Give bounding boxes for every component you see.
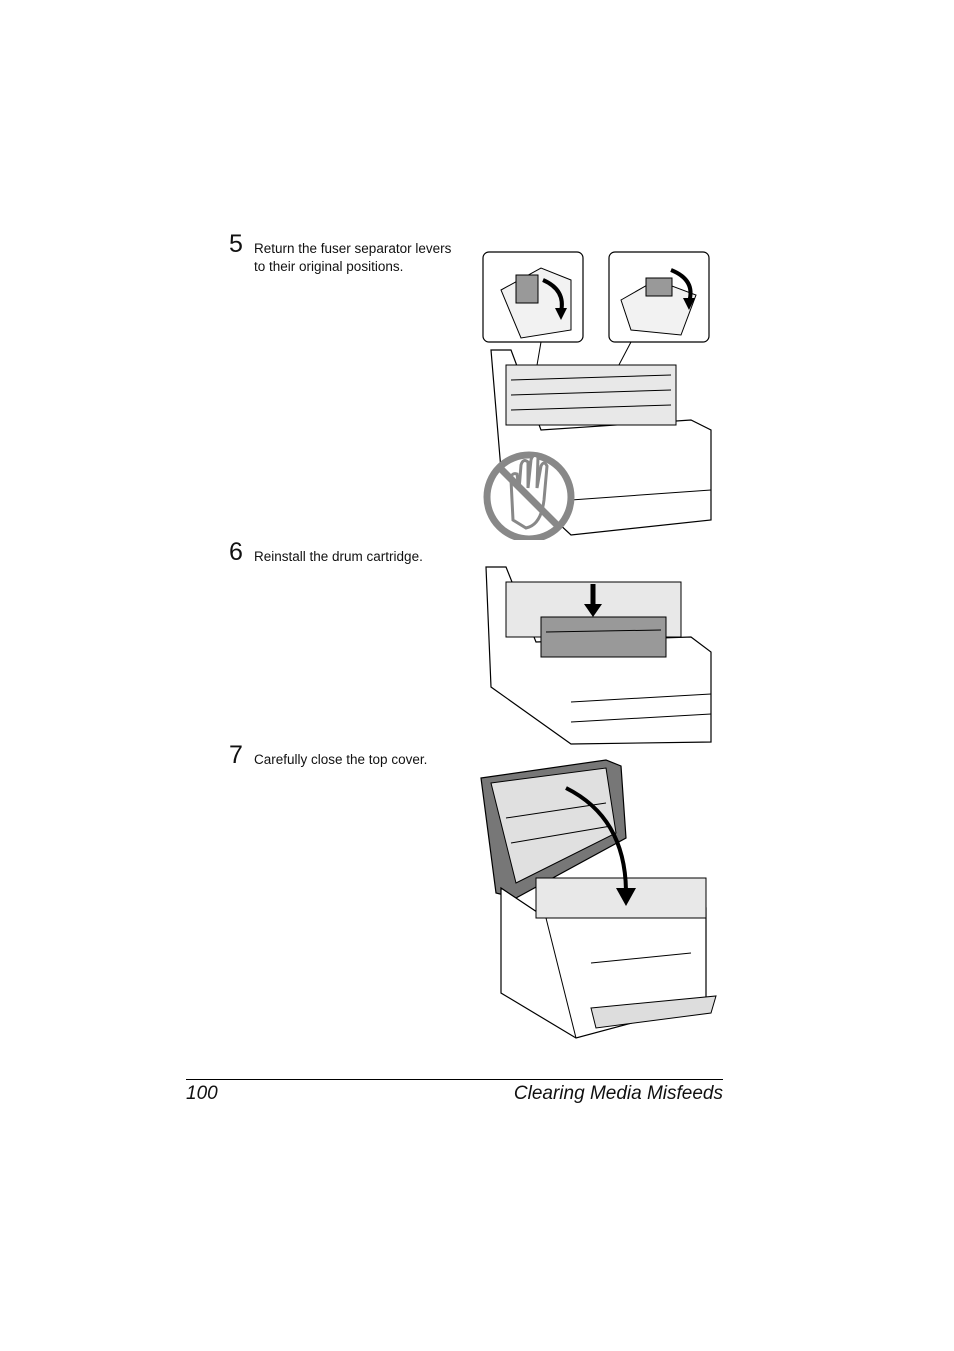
footer-divider [186, 1079, 723, 1080]
step-number: 7 [229, 741, 243, 769]
drum-cartridge-illustration [481, 562, 716, 747]
step-number: 6 [229, 538, 243, 566]
section-title: Clearing Media Misfeeds [513, 1083, 723, 1104]
curved-arrow-icon [565, 786, 628, 894]
step-instruction: Reinstall the drum cartridge. [254, 549, 423, 564]
step-instruction: Return the fuser separator levers to the… [254, 241, 452, 274]
no-touch-hand-icon [483, 451, 575, 540]
curved-arrow-icon [555, 308, 567, 320]
step-instruction: Carefully close the top cover. [254, 752, 428, 767]
step-number: 5 [229, 230, 243, 258]
fuser-lever-illustration [481, 250, 716, 540]
page-number: 100 [186, 1083, 218, 1104]
close-top-cover-illustration [476, 758, 721, 1043]
down-arrow-icon [584, 604, 602, 617]
